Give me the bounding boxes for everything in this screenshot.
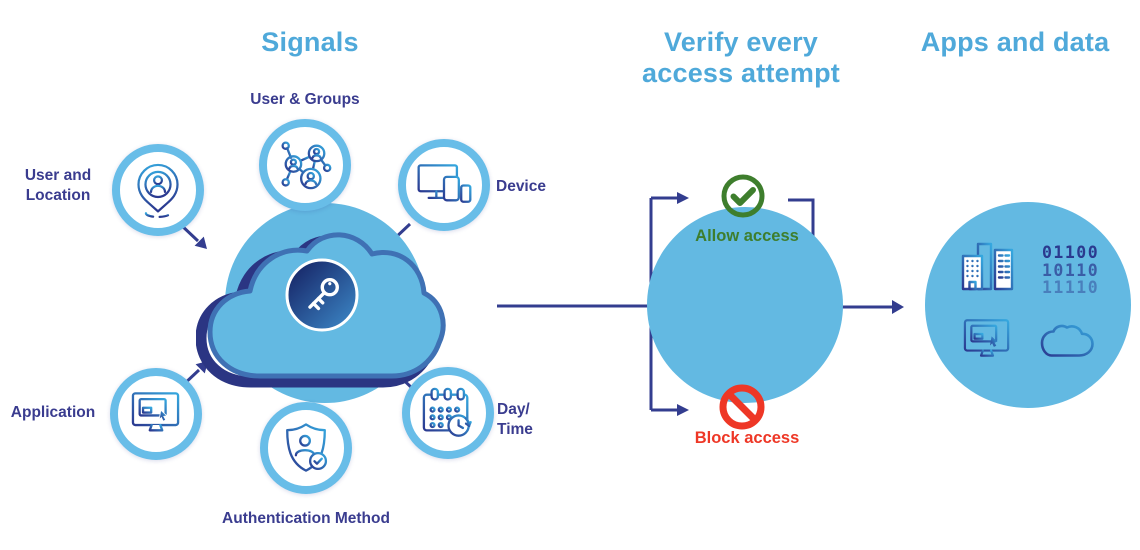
block-icon [719,384,765,430]
calendar-clock-icon [422,387,472,437]
authentication-method-label: Authentication Method [186,509,426,529]
apps-arrowhead [892,300,904,314]
cloud-icon [1040,324,1094,357]
device-label: Device [496,177,596,197]
user-groups-label: User & Groups [205,90,405,110]
node-application [110,368,202,460]
key-icon [285,258,359,332]
verify-circle [647,207,843,403]
day-time-label-line1: Day/ [497,401,530,418]
allow-arrowhead [677,192,689,204]
block-access-label: Block access [694,429,800,447]
day-time-label-line2: Time [497,421,533,438]
apps-data-circle [925,202,1131,408]
application-label: Application [0,403,106,423]
buildings-icon [959,236,1017,291]
user-groups-label-line1: User & Groups [250,91,360,108]
day-time-label: Day/ Time [497,400,587,440]
allow-access-label: Allow access [695,227,799,245]
network-users-icon [281,141,332,190]
check-circle-icon [721,174,765,218]
user-location-label-line2: Location [25,187,91,204]
signals-title: Signals [261,27,359,57]
shield-user-check-icon [286,423,328,472]
block-arrowhead [677,404,689,416]
application-monitor-icon [963,319,1010,360]
user-location-label-line1: User and [24,167,92,184]
apps-title: Apps and data [920,27,1110,57]
authentication-method-label-line1: Authentication Method [222,510,390,527]
user-location-label: User and Location [6,166,110,206]
verify-title-line2: access attempt [642,58,840,88]
application-monitor-icon [131,392,180,435]
verify-title-line1: Verify every [663,27,819,57]
binary-line2: 10110 [1042,260,1100,280]
verify-title: Verify every access attempt [591,27,891,89]
node-day-time [402,367,494,459]
device-label-line1: Device [496,178,546,195]
node-device [398,139,490,231]
binary-line1: 01100 [1042,243,1100,262]
binary-line3: 11110 [1042,278,1100,297]
node-user-groups [259,119,351,211]
location-pin-user-icon [137,163,179,219]
devices-icon [417,164,472,203]
application-label-line1: Application [10,404,96,421]
node-user-location [112,144,204,236]
node-authentication-method [260,402,352,494]
binary-data: 01100 10110 11110 [1042,244,1099,297]
